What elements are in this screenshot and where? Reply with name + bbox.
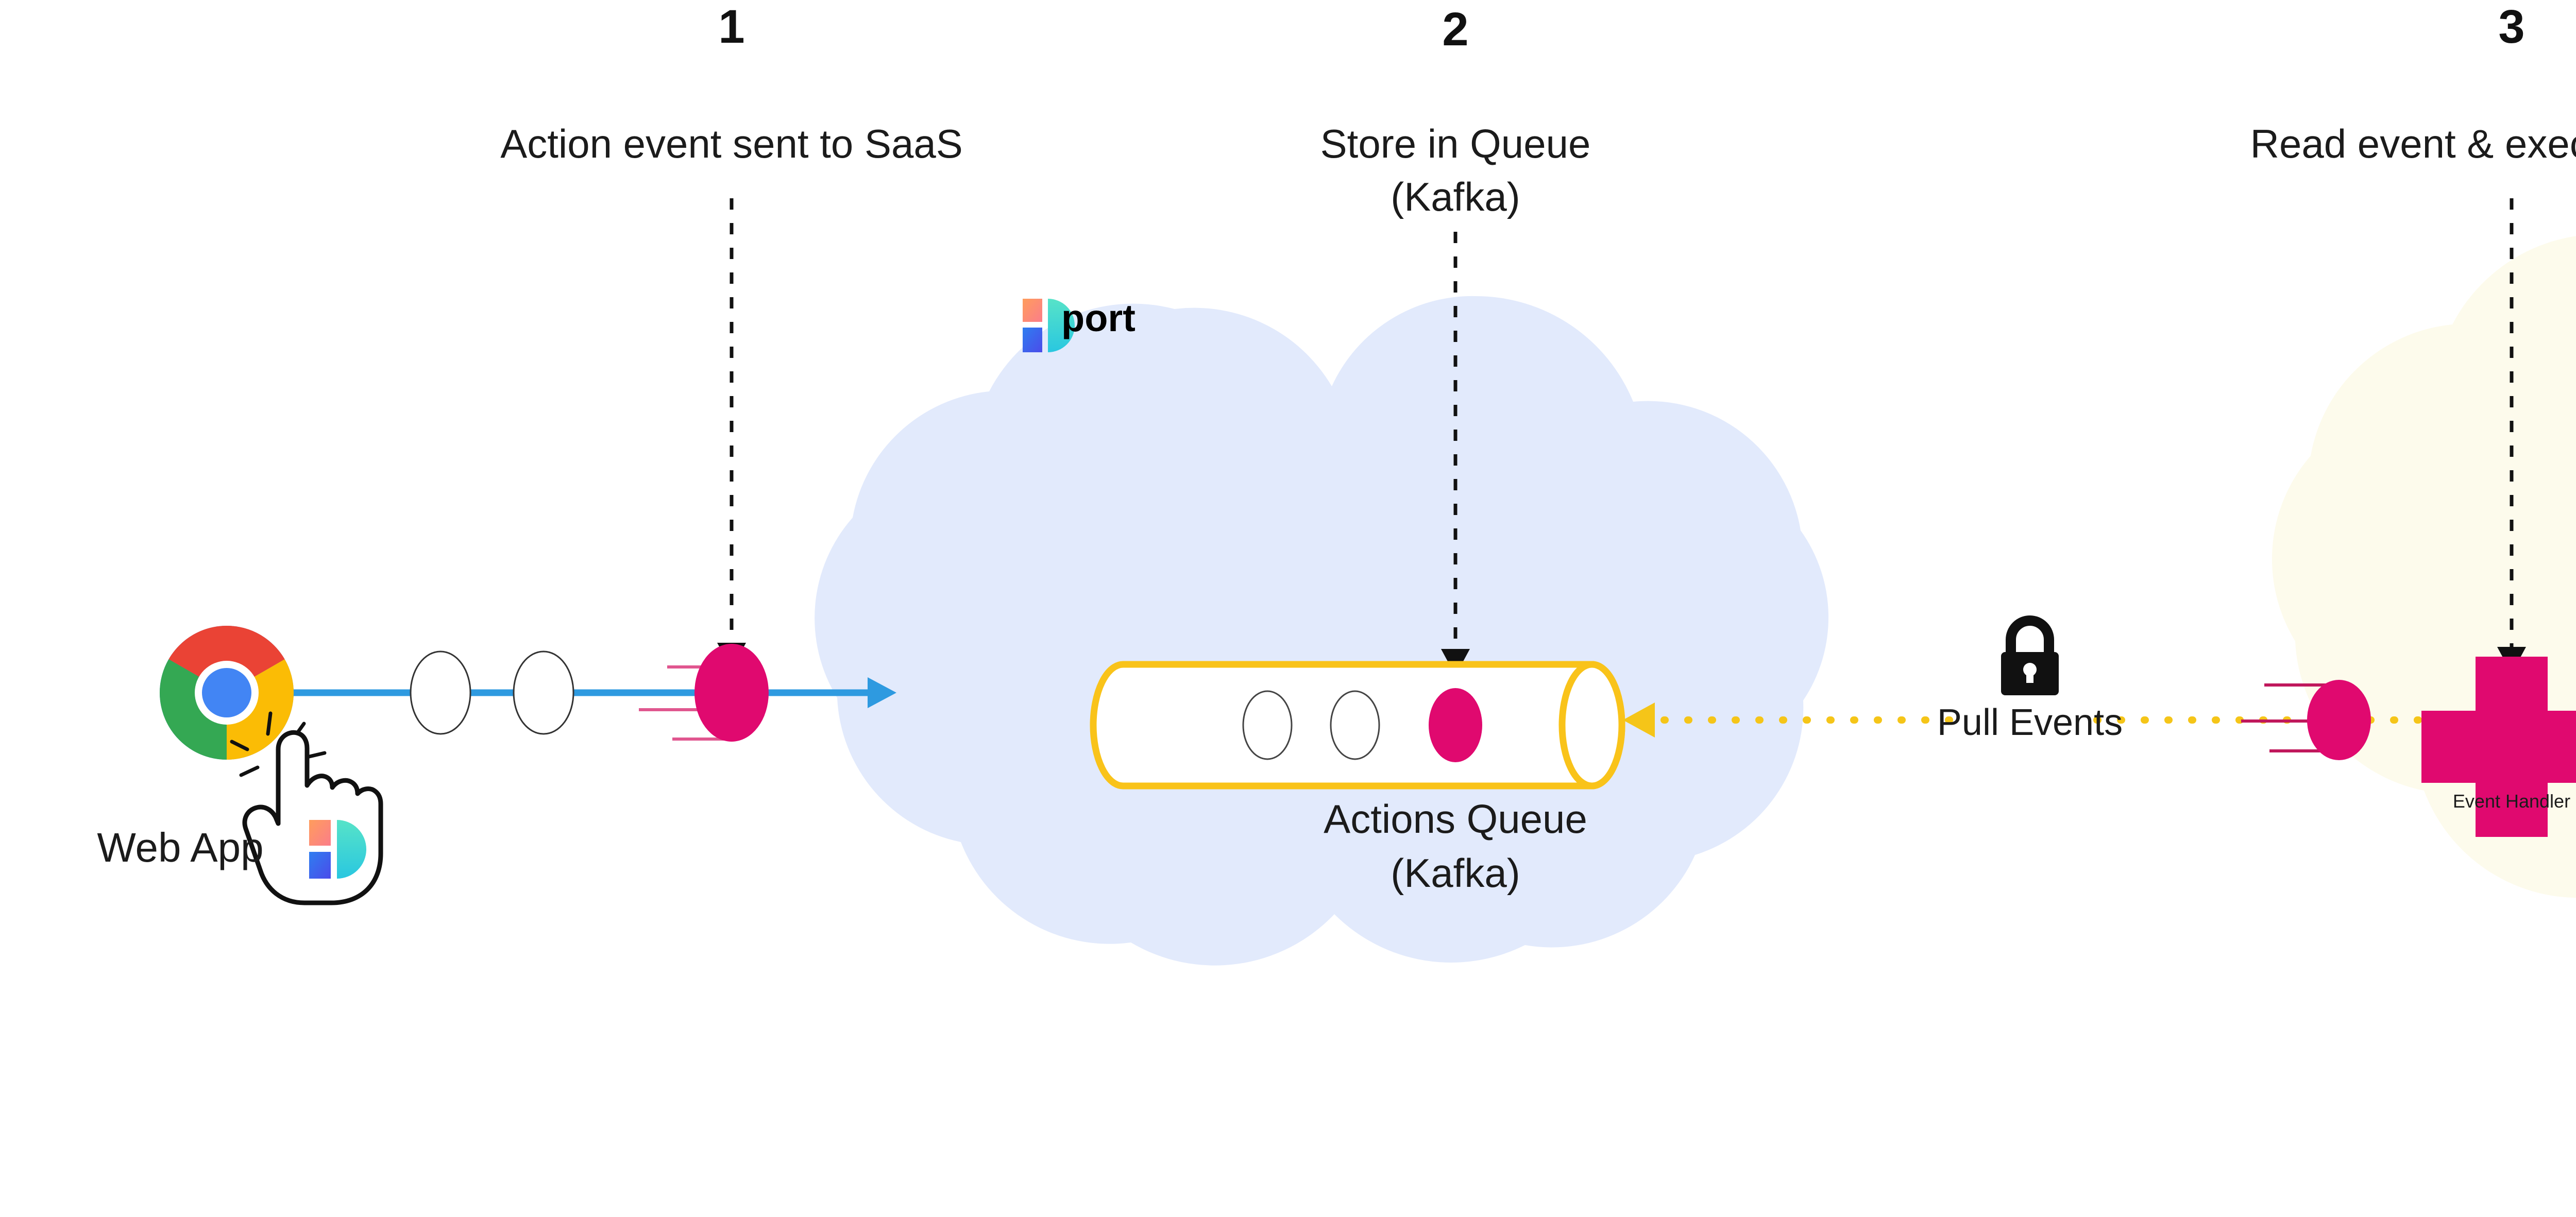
step-1-caption: Action event sent to SaaS [500, 121, 963, 166]
port-brand-label: port [1061, 297, 1136, 339]
actions-queue-label-line1: Actions Queue [1324, 796, 1587, 842]
webapp-label: Web App [97, 825, 264, 870]
closed-padlock-icon [2001, 615, 2059, 695]
step-2-number: 2 [1442, 3, 1469, 56]
port-logo-icon-webapp [309, 820, 366, 879]
event-handler-label: Event Handler [2452, 791, 2571, 812]
webapp-to-saas-flow-line [268, 644, 896, 742]
saas-cloud-shape [815, 296, 1829, 966]
pull-events-label: Pull Events [1937, 702, 2123, 743]
step-2-caption-line2: (Kafka) [1391, 174, 1520, 219]
event-handler-shape [2421, 657, 2576, 837]
chrome-icon[interactable] [159, 626, 294, 760]
step-3-caption: Read event & execute runner [2250, 121, 2576, 166]
actions-queue-cylinder [1090, 661, 1625, 790]
step-2-caption-line1: Store in Queue [1320, 121, 1591, 166]
step-1-number: 1 [718, 1, 745, 53]
port-logo-icon-brand [1023, 299, 1075, 352]
actions-queue-label-line2: (Kafka) [1391, 850, 1520, 896]
step-3-number: 3 [2498, 1, 2525, 53]
